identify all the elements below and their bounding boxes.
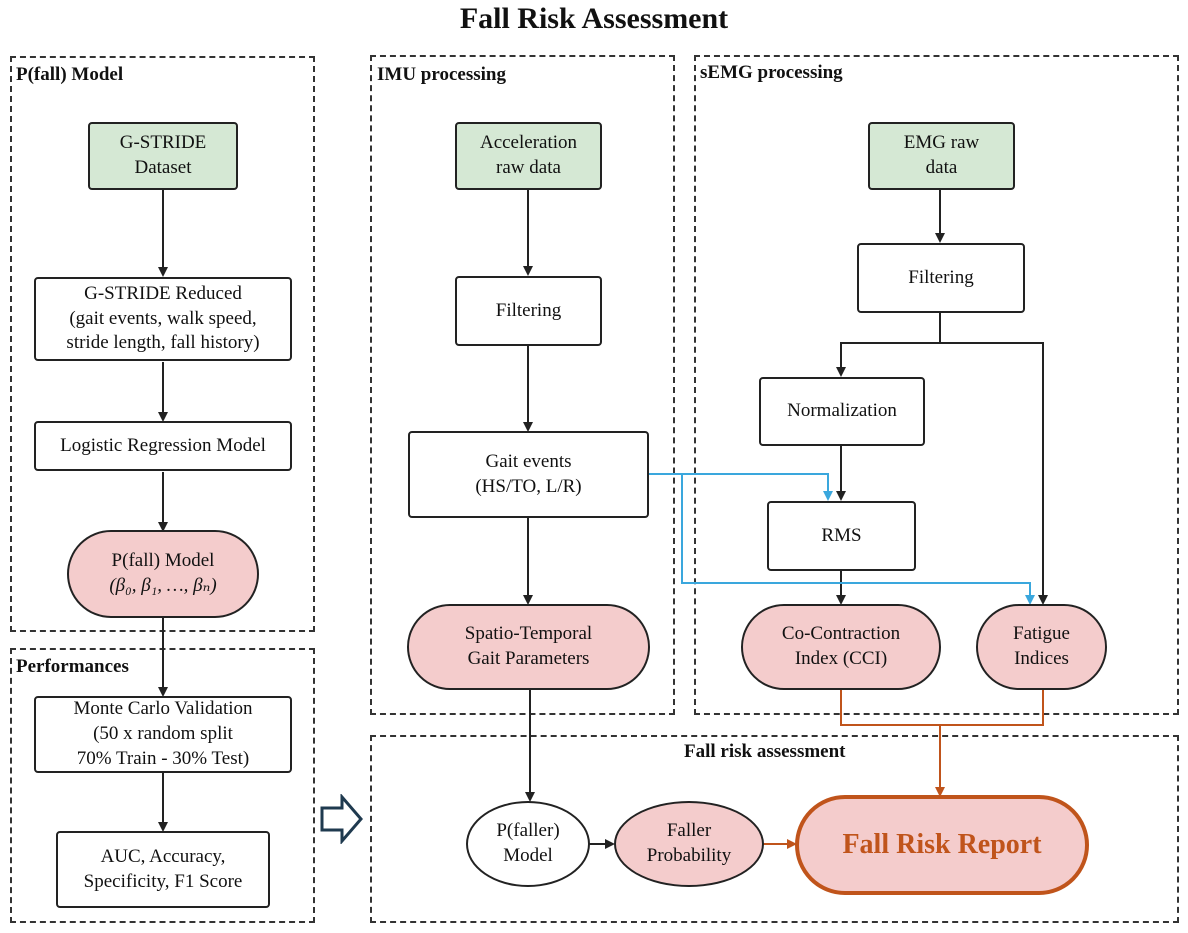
acceleration-raw-line1: Acceleration — [479, 132, 578, 154]
imu-filtering-node: Filtering — [455, 276, 602, 346]
metrics-line2: Specificity, F1 Score — [83, 870, 243, 892]
gait-events-line2: (HS/TO, L/R) — [475, 475, 582, 497]
pfaller-line2: Model — [503, 845, 553, 866]
spatio-temporal-line2: Gait Parameters — [467, 648, 590, 669]
panel-imu-processing — [370, 55, 675, 715]
faller-probability-node: Faller Probability — [614, 801, 764, 887]
monte-carlo-line2: (50 x random split — [93, 723, 233, 745]
diagram-title: Fall Risk Assessment — [459, 2, 729, 35]
gstride-dataset-line2: Dataset — [134, 157, 192, 178]
pfall-model-line1: P(fall) Model — [111, 550, 215, 572]
fall-risk-report-label: Fall Risk Report — [842, 828, 1042, 860]
monte-carlo-node: Monte Carlo Validation (50 x random spli… — [34, 696, 292, 773]
gstride-reduced-line3: stride length, fall history) — [66, 332, 260, 354]
faller-probability-line1: Faller — [666, 820, 712, 842]
pfall-model-node: P(fall) Model (β₀, β₁, …, βₙ) — [67, 530, 259, 618]
imu-filtering-label: Filtering — [495, 299, 562, 321]
rms-label: RMS — [821, 524, 862, 546]
emg-raw-line2: data — [925, 157, 958, 178]
logistic-regression-label: Logistic Regression Model — [60, 434, 266, 456]
fatigue-line1: Fatigue — [1013, 623, 1070, 645]
normalization-node: Normalization — [759, 377, 925, 446]
panel-fall-risk-assessment — [370, 735, 1179, 923]
acceleration-raw-node: Acceleration raw data — [455, 122, 602, 190]
panel-label-fall-risk: Fall risk assessment — [684, 741, 846, 762]
connector-cci-fatigue-merge — [840, 690, 1044, 726]
gait-events-line1: Gait events — [485, 450, 572, 472]
cci-line2: Index (CCI) — [794, 648, 888, 669]
gstride-reduced-line2: (gait events, walk speed, — [69, 307, 257, 329]
arrow-gait-to-rms — [649, 473, 833, 501]
faller-probability-line2: Probability — [646, 845, 732, 866]
pfall-model-line2: (β₀, β₁, …, βₙ) — [109, 575, 217, 596]
emg-raw-node: EMG raw data — [868, 122, 1015, 190]
fall-risk-report-node: Fall Risk Report — [795, 795, 1089, 895]
panel-label-pfall-model: P(fall) Model — [16, 64, 124, 85]
emg-filtering-node: Filtering — [857, 243, 1025, 313]
acceleration-raw-line2: raw data — [496, 157, 561, 178]
gstride-dataset-line1: G-STRIDE — [119, 132, 207, 154]
arrow-filtering-to-normalization — [836, 313, 941, 377]
panel-label-semg: sEMG processing — [700, 62, 843, 83]
gait-events-node: Gait events (HS/TO, L/R) — [408, 431, 649, 518]
emg-raw-line1: EMG raw — [903, 132, 980, 154]
monte-carlo-line1: Monte Carlo Validation — [73, 698, 253, 720]
spatio-temporal-line1: Spatio-Temporal — [464, 623, 593, 645]
cci-node: Co-Contraction Index (CCI) — [741, 604, 941, 690]
arrow-gait-to-fatigue — [681, 474, 1035, 605]
hollow-right-arrow-icon — [320, 794, 363, 844]
gstride-reduced-node: G-STRIDE Reduced (gait events, walk spee… — [34, 277, 292, 361]
panel-label-imu: IMU processing — [377, 64, 506, 85]
pfaller-model-node: P(faller) Model — [466, 801, 590, 887]
pfaller-line1: P(faller) — [496, 820, 560, 842]
panel-label-performances: Performances — [16, 656, 129, 677]
panel-semg-processing — [694, 55, 1179, 715]
metrics-line1: AUC, Accuracy, — [100, 845, 226, 867]
cci-line1: Co-Contraction — [781, 623, 901, 645]
normalization-label: Normalization — [787, 400, 897, 422]
gstride-dataset-node: G-STRIDE Dataset — [88, 122, 238, 190]
emg-filtering-label: Filtering — [908, 266, 974, 288]
fatigue-indices-node: Fatigue Indices — [976, 604, 1107, 690]
monte-carlo-line3: 70% Train - 30% Test) — [76, 747, 250, 769]
spatio-temporal-node: Spatio-Temporal Gait Parameters — [407, 604, 650, 690]
gstride-reduced-line1: G-STRIDE Reduced — [84, 282, 242, 304]
fatigue-line2: Indices — [1014, 648, 1069, 669]
metrics-node: AUC, Accuracy, Specificity, F1 Score — [56, 831, 270, 908]
logistic-regression-node: Logistic Regression Model — [34, 421, 292, 471]
arrow-filtering-to-fatigue — [940, 342, 1048, 605]
rms-node: RMS — [767, 501, 916, 571]
